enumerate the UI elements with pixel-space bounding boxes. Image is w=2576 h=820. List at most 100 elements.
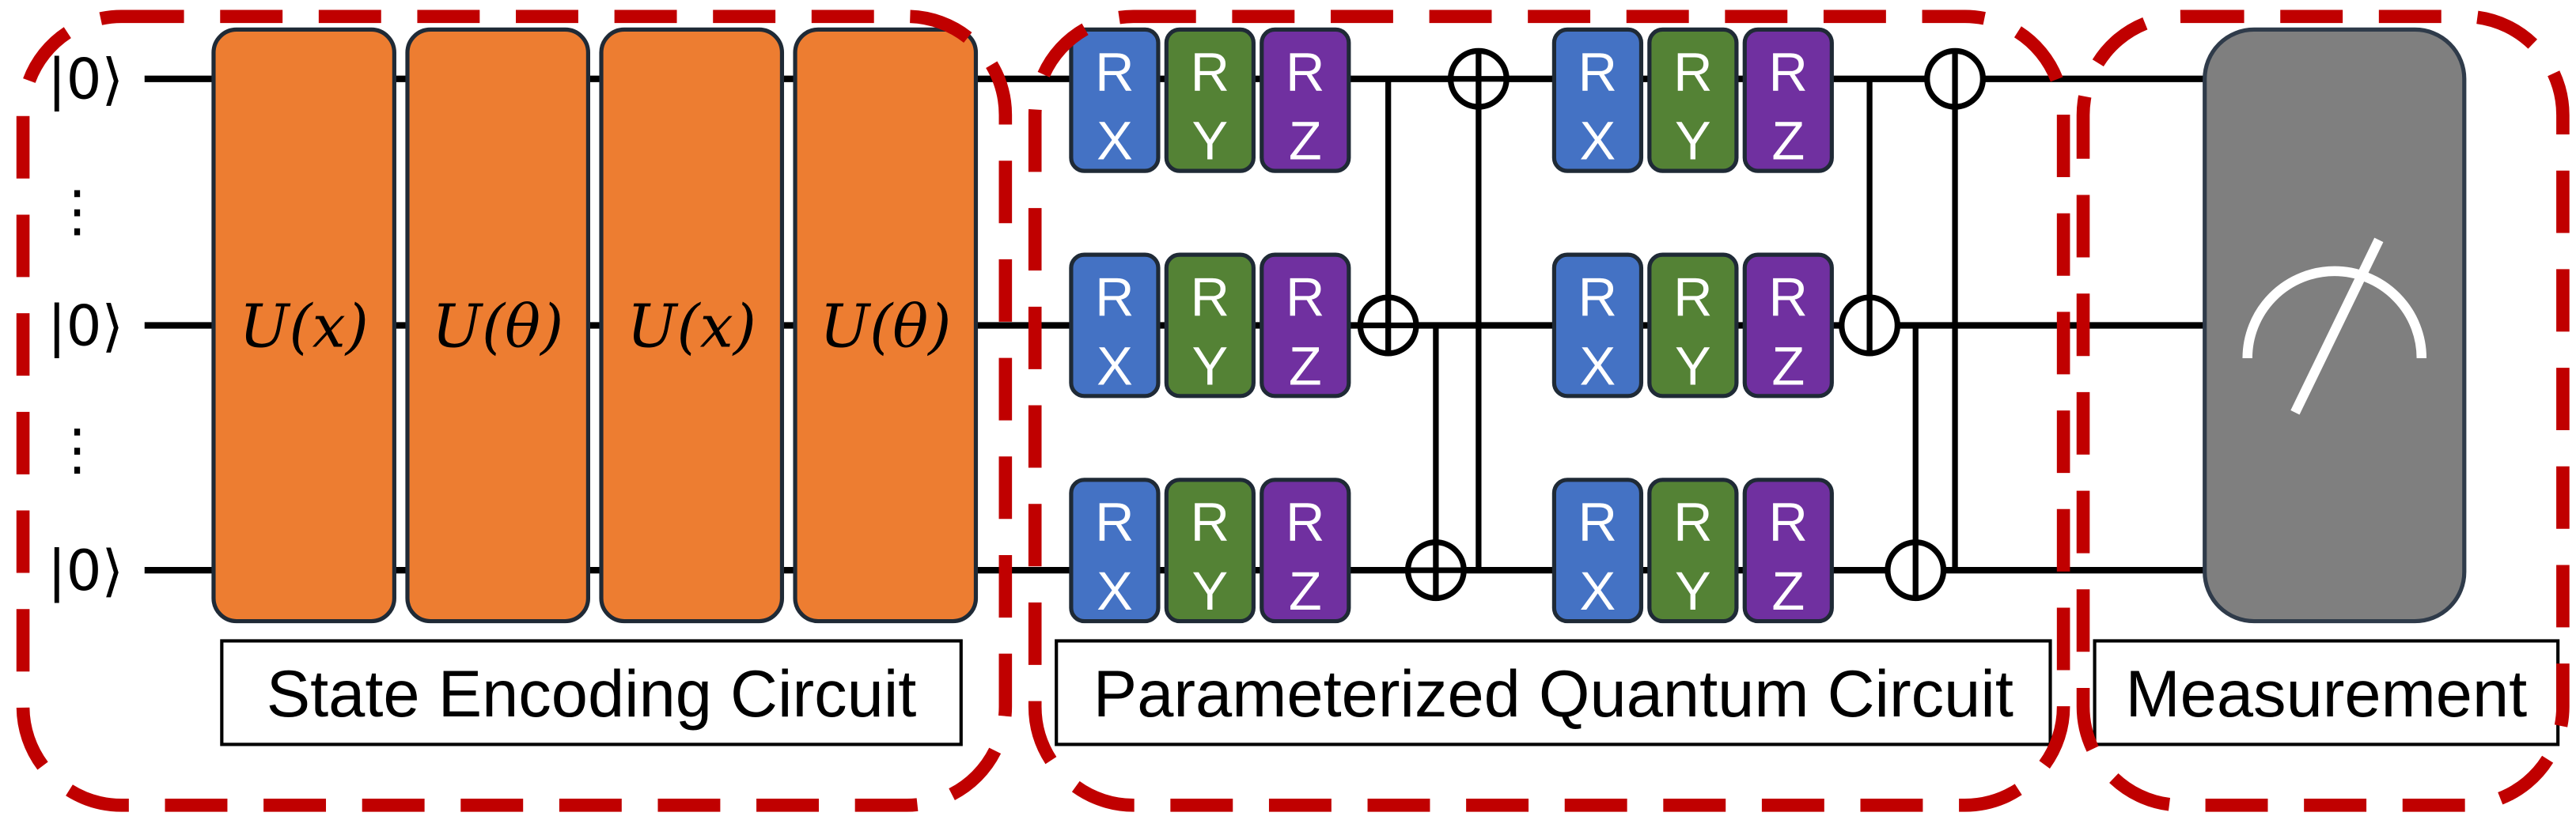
- rx-gate-body: [1551, 27, 1644, 173]
- rz-gate: RZ: [1260, 252, 1351, 399]
- encoding-block-2: U(θ): [405, 27, 590, 624]
- cnot-gates: [1357, 47, 1987, 602]
- measurement-caption: Measurement: [2093, 639, 2560, 746]
- meter-icon: [2242, 237, 2427, 415]
- measurement-block: [2203, 27, 2467, 624]
- rz-gate-label-top: R: [1769, 266, 1808, 327]
- rx-gate: RX: [1551, 27, 1644, 173]
- rz-gate-body: [1260, 27, 1351, 173]
- ry-gate-label-top: R: [1673, 41, 1712, 102]
- ry-gate-label-top: R: [1191, 41, 1229, 102]
- cnot-gate: [1924, 47, 1987, 571]
- pqc-caption-box: [1055, 639, 2052, 746]
- ry-gate-label-bottom: Y: [1675, 335, 1711, 396]
- rx-gate-body: [1551, 252, 1644, 399]
- rx-gate-label-top: R: [1095, 41, 1134, 102]
- ry-gate-body: [1164, 27, 1256, 173]
- ry-gate-label-bottom: Y: [1192, 561, 1229, 622]
- rz-gate-body: [1742, 27, 1834, 173]
- ry-gate-body: [1164, 252, 1256, 399]
- measurement-title: Measurement: [2126, 657, 2528, 731]
- state-encoding-blocks: U(x) U(θ) U(x) U(θ): [211, 27, 979, 624]
- qubit-ellipsis-lower: ⋮: [49, 416, 105, 482]
- rx-gate: RX: [1069, 252, 1161, 399]
- rz-gate-label-top: R: [1286, 266, 1324, 327]
- state-encoding-caption-box: [220, 639, 963, 746]
- ry-gate-body: [1164, 478, 1256, 624]
- rx-gate: RX: [1069, 478, 1161, 624]
- encoding-block-1-label: U(x): [239, 292, 368, 361]
- rz-gate-label-bottom: Z: [1771, 335, 1805, 396]
- rz-gate-label-bottom: Z: [1771, 111, 1805, 172]
- ry-gate: RY: [1164, 252, 1256, 399]
- rz-gate: RZ: [1260, 478, 1351, 624]
- rx-gate-body: [1551, 478, 1644, 624]
- rx-gate-body: [1069, 478, 1161, 624]
- pqc-caption: Parameterized Quantum Circuit: [1055, 639, 2052, 746]
- measurement-region: [2076, 9, 2570, 812]
- rz-gate: RZ: [1742, 252, 1834, 399]
- rx-gate: RX: [1069, 27, 1161, 173]
- qubit-label-bottom: |0⟩: [47, 538, 123, 604]
- ry-gate: RY: [1647, 27, 1739, 173]
- cnot-gate: [1404, 325, 1467, 602]
- rz-gate-label-top: R: [1769, 492, 1808, 553]
- ry-gate-body: [1647, 478, 1739, 624]
- rx-gate-label-bottom: X: [1580, 111, 1616, 172]
- encoding-block-3-label: U(x): [627, 292, 756, 361]
- ry-gate-label-bottom: Y: [1675, 561, 1711, 622]
- ry-gate-label-bottom: Y: [1675, 111, 1711, 172]
- cnot-gate: [1885, 325, 1947, 602]
- ry-gate-label-bottom: Y: [1192, 111, 1229, 172]
- measurement-caption-box: [2093, 639, 2560, 746]
- pqc-region: [1028, 9, 2070, 812]
- qubit-label-middle: |0⟩: [47, 293, 123, 359]
- rz-gate: RZ: [1260, 27, 1351, 173]
- ry-gate-body: [1647, 27, 1739, 173]
- rx-gate-label-bottom: X: [1097, 335, 1133, 396]
- rz-gate-label-bottom: Z: [1289, 335, 1322, 396]
- rz-gate: RZ: [1742, 27, 1834, 173]
- encoding-block-1: U(x): [211, 27, 396, 624]
- rx-gate-label-bottom: X: [1580, 335, 1616, 396]
- rz-gate-label-top: R: [1769, 41, 1808, 102]
- qubit-ellipsis-upper: ⋮: [49, 178, 105, 244]
- qubit-labels: |0⟩ ⋮ |0⟩ ⋮ |0⟩: [47, 47, 123, 604]
- state-encoding-region: [16, 9, 1013, 812]
- ry-gate-label-top: R: [1191, 492, 1229, 553]
- rz-gate-label-top: R: [1286, 41, 1324, 102]
- pqc-title: Parameterized Quantum Circuit: [1093, 657, 2013, 731]
- rz-gate: RZ: [1742, 478, 1834, 624]
- ry-gate-label-top: R: [1673, 266, 1712, 327]
- meter-needle: [2290, 237, 2384, 415]
- rz-gate-label-bottom: Z: [1289, 111, 1322, 172]
- rx-gate-label-top: R: [1095, 266, 1134, 327]
- rx-gate-label-top: R: [1578, 492, 1617, 553]
- rz-gate-label-bottom: Z: [1289, 561, 1322, 622]
- cnot-gate: [1357, 78, 1419, 357]
- encoding-block-1-body: [211, 27, 396, 624]
- rx-gate: RX: [1551, 478, 1644, 624]
- qubit-label-top: |0⟩: [47, 47, 123, 113]
- ry-gate-label-bottom: Y: [1192, 335, 1229, 396]
- ry-gate: RY: [1164, 478, 1256, 624]
- ry-gate-body: [1647, 252, 1739, 399]
- ry-gate-label-top: R: [1673, 492, 1712, 553]
- cnot-gate: [1839, 78, 1901, 357]
- region-outlines: [16, 9, 2570, 812]
- rx-gate-body: [1069, 27, 1161, 173]
- encoding-block-4: U(θ): [793, 27, 979, 624]
- encoding-block-2-label: U(θ): [432, 292, 563, 361]
- ry-gate: RY: [1164, 27, 1256, 173]
- rz-gate-body: [1260, 478, 1351, 624]
- rz-gate-body: [1742, 478, 1834, 624]
- rx-gate-label-bottom: X: [1097, 111, 1133, 172]
- state-encoding-caption: State Encoding Circuit: [220, 639, 963, 746]
- encoding-block-3-body: [599, 27, 785, 624]
- encoding-block-4-label: U(θ): [820, 292, 951, 361]
- rx-gate: RX: [1551, 252, 1644, 399]
- rx-gate-body: [1069, 252, 1161, 399]
- rz-gate-label-top: R: [1286, 492, 1324, 553]
